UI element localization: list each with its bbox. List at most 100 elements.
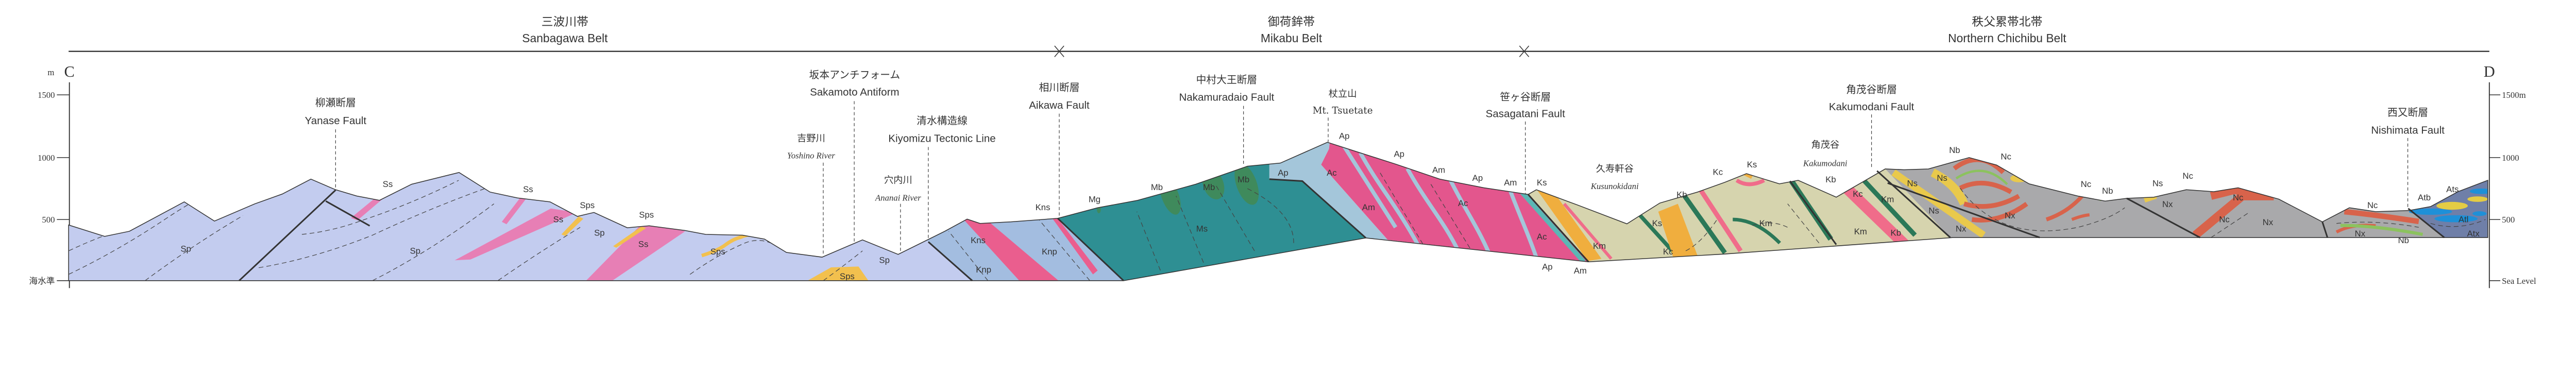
unit-label-ks: Ks	[1652, 218, 1663, 228]
unit-label-ss: Ss	[638, 239, 649, 249]
right-tick-label-sea-level: Sea Level	[2502, 276, 2536, 286]
unit-label-ns: Ns	[2153, 178, 2163, 188]
geologic-cross-section: 三波川帯 Sanbagawa Belt 御荷鉾帯 Mikabu Belt 秩父累…	[29, 15, 2536, 288]
unit-label-nc: Nc	[2182, 171, 2193, 181]
unit-label-ac: Ac	[1537, 232, 1547, 242]
unit-kns	[956, 211, 1059, 281]
unit-label-mb: Mb	[1151, 182, 1163, 192]
belt-chichibu-jp: 秩父累帯北帯	[1972, 15, 2042, 29]
nishimata-fault-label-jp: 西又断層	[2387, 107, 2428, 118]
unit-am	[1519, 190, 1586, 264]
left-tick-label: 1000	[38, 153, 55, 163]
unit-label-ns: Ns	[1928, 206, 1939, 216]
unit-label-ats: Ats	[2446, 184, 2459, 194]
unit-label-kc: Kc	[1713, 167, 1723, 177]
sasagatani-fault-label-en: Sasagatani Fault	[1486, 108, 1565, 120]
yoshino-river-label-en: Yoshino River	[787, 150, 835, 160]
sasagatani-fault-label-jp: 笹ヶ谷断層	[1500, 91, 1551, 103]
unit-label-ns: Ns	[1907, 178, 1918, 188]
belt-header: 三波川帯 Sanbagawa Belt 御荷鉾帯 Mikabu Belt 秩父累…	[69, 15, 2489, 57]
unit-ss	[586, 223, 686, 281]
unit-label-sp: Sp	[879, 256, 889, 265]
unit-label-nx: Nx	[2005, 211, 2015, 220]
unit-label-kns: Kns	[971, 235, 986, 245]
fault-n2	[2126, 197, 2200, 239]
unit-label-ss: Ss	[383, 179, 393, 189]
fault-yanase-branch	[325, 200, 370, 227]
unit-label-nx: Nx	[2354, 229, 2365, 239]
unit-label-knp: Knp	[1042, 247, 1057, 257]
unit-label-ap: Ap	[1472, 173, 1483, 183]
kakumodani-fault-label-jp: 角茂谷断層	[1846, 83, 1897, 95]
left-tick-label: 1500	[38, 90, 55, 100]
left-tick-label: 海水準	[29, 276, 55, 286]
kusunokidani-label-en: Kusunokidani	[1590, 181, 1639, 191]
fault-n1	[1887, 182, 2040, 239]
unit-label-kb: Kb	[1676, 190, 1687, 199]
unit-label-ks: Ks	[1537, 178, 1547, 188]
kakumodani-fault-label-en: Kakumodani Fault	[1829, 101, 1914, 113]
left-axis: m C 1500 1000 500 海水準	[29, 63, 75, 288]
fault-k1	[1789, 180, 1837, 245]
unit-label-sps: Sps	[639, 210, 654, 219]
unit-label-atx: Atx	[2467, 229, 2480, 239]
unit-label-ap: Ap	[1278, 168, 1288, 178]
unit-label-kb: Kb	[1825, 175, 1836, 184]
unit-label-kns: Kns	[1036, 202, 1050, 212]
belt-chichibu-en: Northern Chichibu Belt	[1948, 31, 2066, 45]
unit-label-ks: Ks	[1747, 160, 1757, 169]
right-tick-label: 1000	[2502, 153, 2519, 163]
unit-label-km: Km	[1759, 218, 1772, 228]
belt-sanbagawa-en: Sanbagawa Belt	[522, 31, 608, 45]
kakumodani-label-jp: 角茂谷	[1811, 140, 1839, 150]
aikawa-fault-label-jp: 相川断層	[1039, 82, 1079, 94]
unit-label-am: Am	[1504, 178, 1517, 188]
unit-mb	[1234, 163, 1259, 205]
unit-label-sp: Sp	[594, 228, 604, 237]
yoshino-river-label-jp: 吉野川	[797, 133, 825, 144]
belt-sanbagawa-jp: 三波川帯	[541, 15, 588, 29]
unit-label-ac: Ac	[1458, 198, 1468, 208]
unit-label-kc: Kc	[1663, 247, 1673, 257]
unit-label-ms: Ms	[1196, 224, 1208, 234]
yanase-fault-label-jp: 柳瀬断層	[315, 97, 356, 109]
kiyomizu-tectonic-line-label-en: Kiyomizu Tectonic Line	[888, 132, 995, 144]
unit-mg	[1097, 205, 1101, 213]
unit-label-am: Am	[1432, 165, 1445, 175]
fault-kiyomizu	[927, 241, 973, 281]
belt-boundary-mark	[1054, 45, 1530, 57]
unit-label-nc: Nc	[2233, 193, 2243, 202]
unit-label-sp: Sp	[410, 246, 420, 256]
fault-nishimata	[2408, 208, 2445, 239]
axis-unit: m	[47, 67, 54, 77]
mt-tsuetate-label-jp: 杖立山	[1329, 89, 1357, 99]
fault-aikawa	[1057, 217, 1124, 281]
unit-label-atb: Atb	[2418, 193, 2431, 202]
sakamoto-antiform-label-jp: 坂本アンチフォーム	[809, 69, 901, 81]
unit-label-kb: Kb	[1891, 228, 1901, 237]
unit-label-ss: Ss	[523, 184, 533, 194]
unit-label-sp: Sp	[180, 244, 191, 254]
unit-label-nx: Nx	[2162, 199, 2173, 209]
unit-label-kc: Kc	[1853, 189, 1863, 199]
belt-mikabu-jp: 御荷鉾帯	[1268, 15, 1315, 29]
section-start-label: C	[64, 63, 75, 80]
right-tick-label: 1500m	[2502, 90, 2526, 100]
unit-label-ap: Ap	[1339, 131, 1349, 141]
unit-label-sps: Sps	[710, 247, 725, 257]
fault-yanase	[239, 189, 336, 281]
unit-label-km: Km	[1881, 195, 1894, 205]
nakamuradaio-fault-label-en: Nakamuradaio Fault	[1179, 92, 1274, 104]
fault-sasagatani	[1527, 194, 1589, 263]
kakumodani-label-en: Kakumodani	[1803, 159, 1848, 168]
unit-label-sps: Sps	[840, 271, 855, 281]
unit-label-nb: Nb	[2102, 186, 2113, 196]
unit-label-nx: Nx	[2263, 217, 2274, 227]
ananai-river-label-en: Ananai River	[875, 193, 921, 203]
fault-nakamuradaio	[1269, 178, 1367, 239]
unit-n-bands	[1891, 157, 2424, 239]
left-tick-label: 500	[42, 215, 55, 225]
fault-n3	[2321, 222, 2329, 238]
